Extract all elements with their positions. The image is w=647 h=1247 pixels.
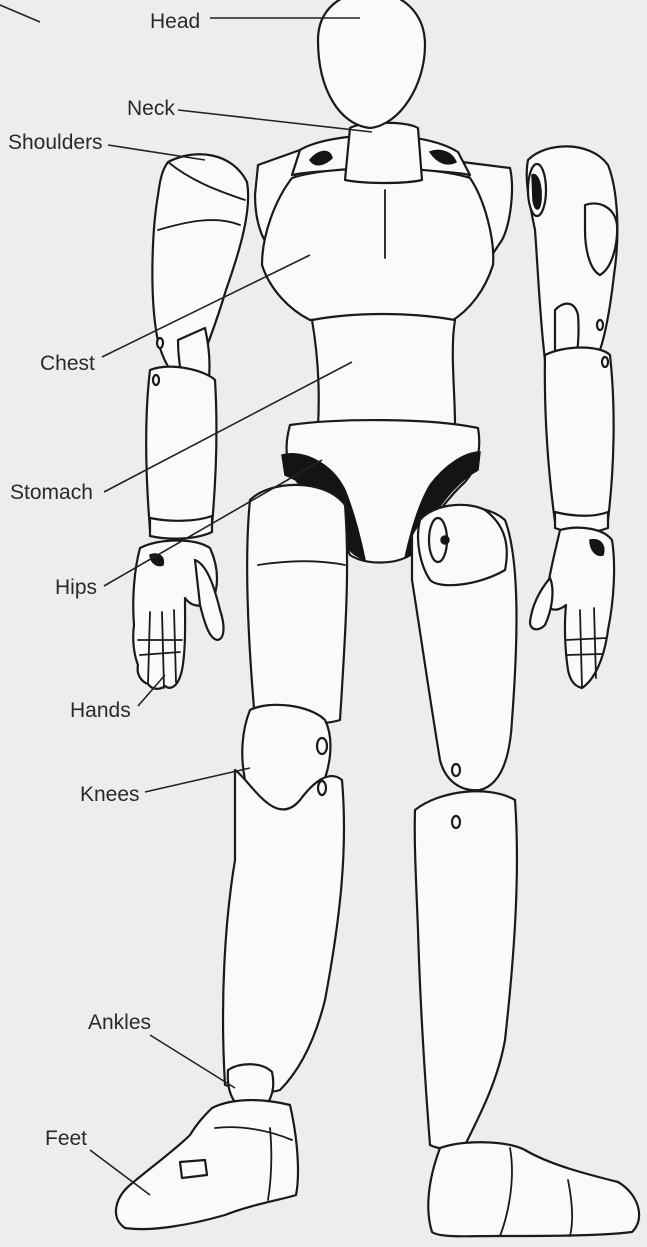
left-shin bbox=[223, 770, 344, 1092]
label-chest: Chest bbox=[40, 352, 95, 375]
right-shin bbox=[415, 791, 517, 1148]
head bbox=[318, 0, 425, 128]
label-ankles: Ankles bbox=[88, 1011, 151, 1034]
right-foot bbox=[428, 1142, 639, 1236]
label-hips: Hips bbox=[55, 576, 97, 599]
stomach-block bbox=[312, 314, 455, 427]
shoulders-leader bbox=[108, 145, 205, 160]
label-shoulders: Shoulders bbox=[8, 131, 103, 154]
label-hands: Hands bbox=[70, 699, 131, 722]
neck bbox=[345, 123, 422, 183]
label-head: Head bbox=[150, 10, 200, 33]
corner-mark bbox=[0, 5, 40, 22]
right-forearm bbox=[545, 348, 614, 527]
left-forearm bbox=[146, 367, 216, 532]
feet-leader bbox=[90, 1150, 150, 1195]
label-knees: Knees bbox=[80, 783, 140, 806]
label-stomach: Stomach bbox=[10, 481, 93, 504]
left-thigh bbox=[247, 485, 347, 724]
chest-plate bbox=[262, 168, 493, 322]
label-neck: Neck bbox=[127, 97, 175, 120]
label-feet: Feet bbox=[45, 1127, 87, 1150]
